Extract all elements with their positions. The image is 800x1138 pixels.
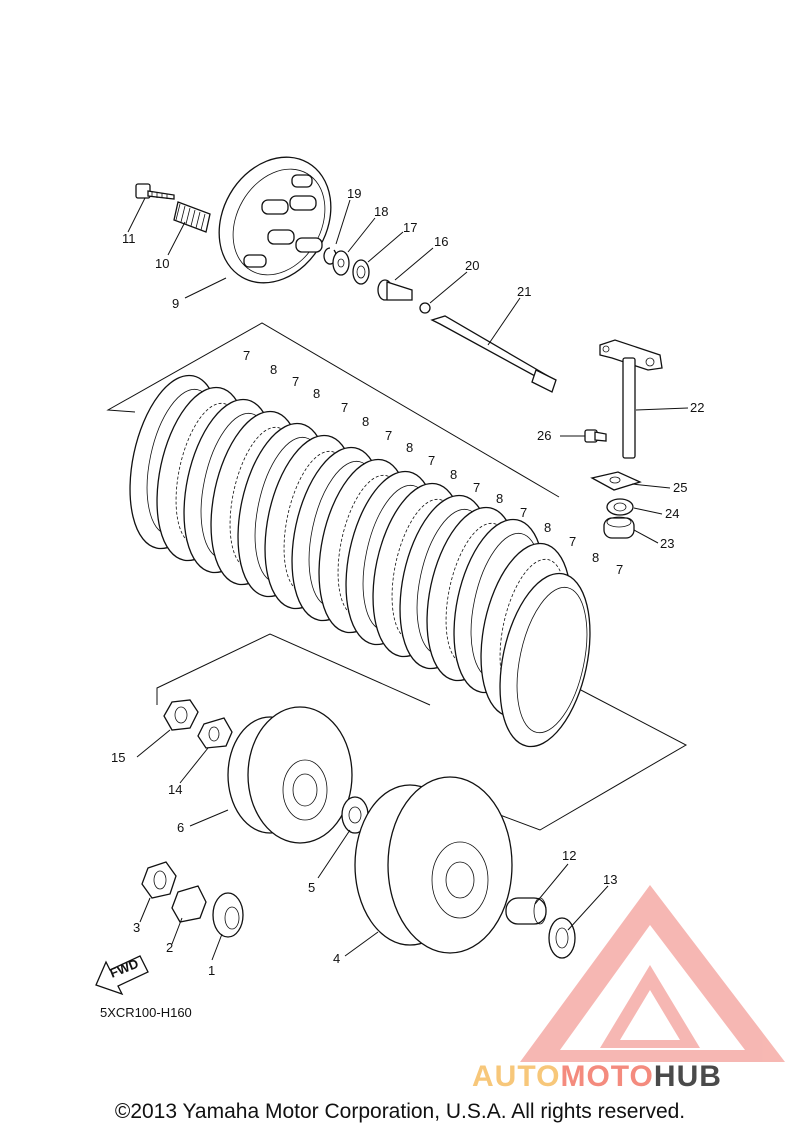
callout-20: 20 xyxy=(465,258,479,273)
seal-24 xyxy=(606,498,634,516)
callout-17: 17 xyxy=(403,220,417,235)
callout-1: 1 xyxy=(208,963,215,978)
callout-22: 22 xyxy=(690,400,704,415)
plate-label: 7 xyxy=(569,534,576,549)
ball-20 xyxy=(419,302,431,314)
plate-label: 7 xyxy=(473,480,480,495)
plate xyxy=(499,572,591,748)
watermark-moto: MOTO xyxy=(560,1060,653,1093)
watermark-text: AUTOMOTOHUB xyxy=(472,1060,722,1093)
plate-label: 7 xyxy=(616,562,623,577)
callout-3: 3 xyxy=(133,920,140,935)
plate-label: 7 xyxy=(428,453,435,468)
plate-label: 8 xyxy=(496,491,503,506)
plate-label: 7 xyxy=(385,428,392,443)
bearing-23 xyxy=(603,516,635,539)
washer-25 xyxy=(590,471,642,491)
callout-15: 15 xyxy=(111,750,125,765)
plate-label: 7 xyxy=(292,374,299,389)
callout-26: 26 xyxy=(537,428,551,443)
callout-9: 9 xyxy=(172,296,179,311)
callout-11: 11 xyxy=(122,231,136,246)
svg-text:AUTOMOTOHUB: AUTOMOTOHUB xyxy=(472,1060,722,1093)
bearing-17 xyxy=(352,259,370,285)
watermark-hub: HUB xyxy=(654,1060,722,1093)
callout-16: 16 xyxy=(434,234,448,249)
bolt-11 xyxy=(135,183,175,200)
lock-washer-14 xyxy=(197,717,233,749)
lock-washer-2 xyxy=(171,885,207,923)
watermark-auto: AUTO xyxy=(472,1060,560,1093)
callout-21: 21 xyxy=(517,284,531,299)
fwd-arrow: FWD xyxy=(95,955,149,996)
clutch-plate-stack xyxy=(129,374,591,748)
thrust-washer-5 xyxy=(341,796,369,834)
plate-label: 7 xyxy=(243,348,250,363)
callout-4: 4 xyxy=(333,951,340,966)
callout-14: 14 xyxy=(168,782,182,797)
copyright-notice: ©2013 Yamaha Motor Corporation, U.S.A. A… xyxy=(114,1100,686,1123)
callout-23: 23 xyxy=(660,536,674,551)
pressure-plate-9 xyxy=(218,156,332,284)
callout-24: 24 xyxy=(665,506,679,521)
callout-labels: 1 2 3 4 5 6 11 10 9 12 13 14 15 16 17 18… xyxy=(111,186,704,978)
plate-label: 8 xyxy=(406,440,413,455)
callout-13: 13 xyxy=(603,872,617,887)
callout-19: 19 xyxy=(347,186,361,201)
nut-3 xyxy=(141,861,177,899)
push-rod-16 xyxy=(377,279,413,301)
callout-10: 10 xyxy=(155,256,169,271)
callout-6: 6 xyxy=(177,820,184,835)
plate-label: 7 xyxy=(520,505,527,520)
plate-label: 8 xyxy=(450,467,457,482)
plate-label: 8 xyxy=(544,520,551,535)
watermark-logo xyxy=(520,885,785,1062)
callout-25: 25 xyxy=(673,480,687,495)
primary-drive-gear-1 xyxy=(212,892,244,938)
spacer-12 xyxy=(505,897,547,925)
push-rod-21 xyxy=(430,315,557,393)
plate-label: 8 xyxy=(270,362,277,377)
plate-stack-frame xyxy=(106,322,688,831)
washer-18 xyxy=(332,250,350,276)
spring-10 xyxy=(173,201,211,233)
callout-2: 2 xyxy=(166,940,173,955)
push-lever-shaft-22 xyxy=(599,339,663,459)
bolt-26 xyxy=(584,429,607,443)
washer-13 xyxy=(548,917,576,959)
clutch-housing-4 xyxy=(354,776,513,954)
nut-15 xyxy=(163,699,199,731)
diagram-code: 5XCR100-H160 xyxy=(100,1005,192,1020)
clutch-boss-6 xyxy=(227,706,353,844)
callout-18: 18 xyxy=(374,204,388,219)
hub-frame xyxy=(156,633,431,706)
plate-label: 8 xyxy=(362,414,369,429)
plate-label: 8 xyxy=(592,550,599,565)
plate-label: 7 xyxy=(341,400,348,415)
plate-labels: 7 8 7 8 7 8 7 8 7 8 7 8 7 8 7 8 7 xyxy=(243,348,623,577)
plate-label: 8 xyxy=(313,386,320,401)
callout-12: 12 xyxy=(562,848,576,863)
leader-lines xyxy=(127,197,689,961)
callout-5: 5 xyxy=(308,880,315,895)
